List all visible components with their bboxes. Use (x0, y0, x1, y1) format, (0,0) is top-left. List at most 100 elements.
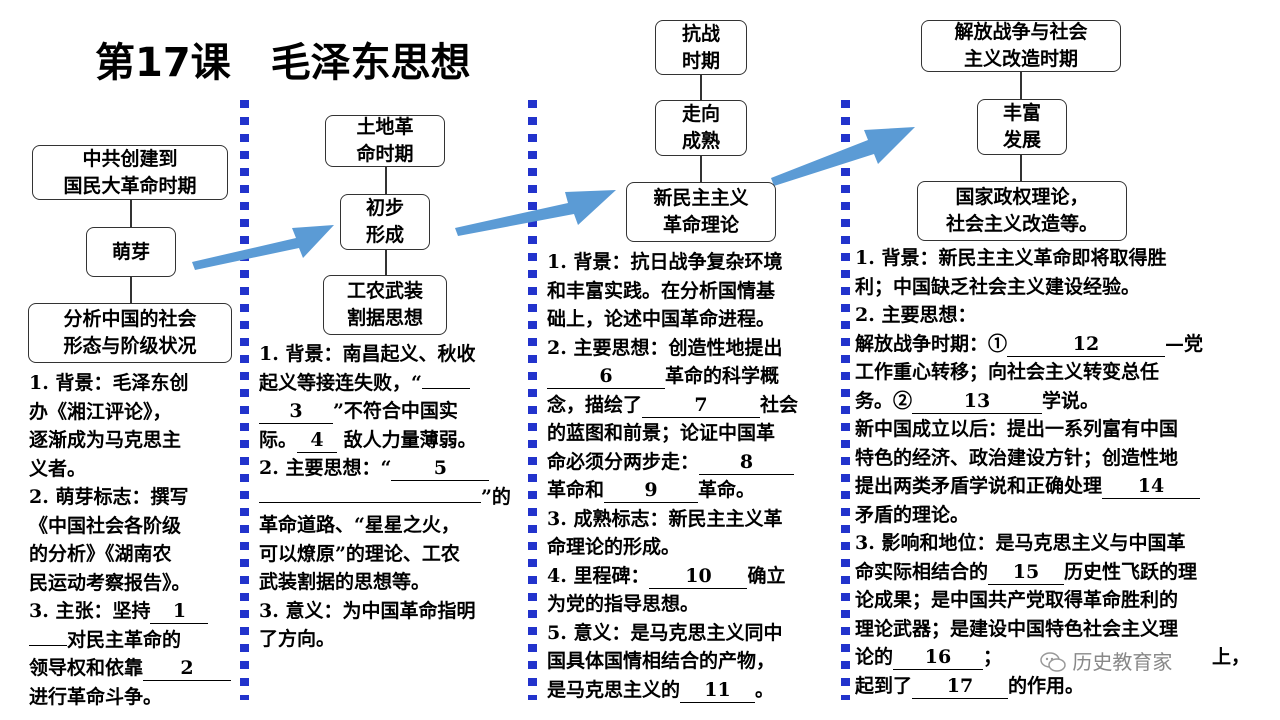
text-line: 命必须分两步走：8 (547, 448, 842, 477)
blank-11[interactable]: 11 (680, 678, 756, 703)
text-line: 础上，论述中国革命进程。 (547, 308, 776, 330)
theory-box: 工农武装 割据思想 (323, 275, 447, 335)
col2-text: 1. 背景：南昌起义、秋收 起义等接连失败，“ 3”不符合中国实 际。4 敌人力… (259, 340, 529, 654)
text-line: 革命道路、“星星之火， (259, 514, 460, 536)
text-line: 2. 主要思想：创造性地提出 (547, 336, 783, 359)
theory-box: 分析中国的社会 形态与阶级状况 (28, 303, 232, 363)
blank-1-cont[interactable] (29, 644, 67, 646)
text-line: 特色的经济、政治建设方针；创造性地 (855, 446, 1179, 469)
text-line: 为党的指导思想。 (547, 593, 700, 615)
phase-box: 丰富 发展 (977, 99, 1067, 155)
text-line: ”的 (259, 483, 529, 512)
connector (1020, 155, 1022, 181)
text-line: 1. 背景：新民主主义革命即将取得胜 (855, 247, 1167, 269)
stage-box: 中共创建到 国民大革命时期 (32, 145, 228, 200)
blank-2[interactable]: 2 (143, 656, 232, 681)
page-title: 第17课 毛泽东思想 (95, 40, 471, 86)
stage-box: 解放战争与社会 主义改造时期 (921, 20, 1121, 72)
blank-3-start[interactable] (421, 387, 470, 389)
watermark: 历史教育家 (1040, 646, 1172, 675)
text-line: 理论武器；是建设中国特色社会主义理 (855, 617, 1179, 640)
connector (385, 250, 387, 275)
text-line: 工作重心转移；向社会主义转变总任 (855, 361, 1160, 383)
text-line: 了方向。 (259, 628, 336, 650)
phase-box: 走向 成熟 (655, 100, 747, 156)
text-line: 逐渐成为马克思主 (29, 429, 182, 451)
text-line: 3. 意义：为中国革命指明 (259, 599, 476, 622)
text-line: 对民主革命的 (29, 626, 239, 655)
blank-17[interactable]: 17 (912, 674, 1009, 699)
text-line: 3. 影响和地位：是马克思主义与中国革 (855, 532, 1186, 554)
col3-text: 1. 背景：抗日战争复杂环境 和丰富实践。在分析国情基 础上，论述中国革命进程。… (547, 248, 842, 704)
text-line: 的分析》《湖南农 (29, 543, 172, 565)
connector (700, 156, 702, 182)
blank-14[interactable]: 14 (1102, 474, 1201, 499)
theory-box: 国家政权理论， 社会主义改造等。 (917, 181, 1127, 241)
text-line: 新中国成立以后：提出一系列富有中国 (855, 418, 1179, 440)
blank-9[interactable]: 9 (604, 478, 699, 503)
connector (700, 75, 702, 100)
text-line: 5. 意义：是马克思主义同中 (547, 621, 783, 644)
blank-16[interactable]: 16 (893, 645, 984, 670)
blank-8[interactable]: 8 (699, 450, 795, 475)
text-line: 1. 背景：毛泽东创 (29, 372, 189, 394)
text-line: 进行革命斗争。 (29, 685, 163, 708)
text-line: 论成果；是中国共产党取得革命胜利的 (855, 589, 1179, 611)
text-line: 3”不符合中国实 (259, 397, 529, 426)
text-line: 2. 萌芽标志：撰写 (29, 486, 189, 508)
theory-box: 新民主主义 革命理论 (626, 182, 776, 242)
connector (130, 200, 132, 227)
col4-text: 1. 背景：新民主主义革命即将取得胜 利；中国缺乏社会主义建设经验。 2. 主要… (855, 244, 1280, 700)
connector (1020, 72, 1022, 99)
blank-12[interactable]: 12 (1007, 332, 1166, 357)
text-line: 3. 成熟标志：新民主主义革 (547, 507, 783, 530)
text-line: 可以燎原”的理论、工农 (259, 542, 460, 565)
blank-13[interactable]: 13 (912, 389, 1043, 414)
blank-10[interactable]: 10 (649, 564, 748, 589)
column-divider (528, 100, 537, 700)
text-line: 2. 主要思想：“5 (259, 454, 529, 483)
text-line: 矛盾的理论。 (855, 503, 970, 526)
text-line: 命理论的形成。 (547, 536, 681, 558)
blank-1[interactable]: 1 (150, 599, 209, 624)
text-line: 2. 主要思想： (855, 304, 977, 326)
text-line: 民运动考察报告》。 (29, 571, 191, 594)
text-line: 利；中国缺乏社会主义建设经验。 (855, 275, 1141, 298)
phase-box: 初步 形成 (340, 194, 430, 250)
phase-box: 萌芽 (86, 227, 176, 277)
blank-15[interactable]: 15 (988, 560, 1065, 585)
text-line: 办《湘江评论》， (29, 400, 172, 423)
col1-text: 1. 背景：毛泽东创 办《湘江评论》， 逐渐成为马克思主 义者。 2. 萌芽标志… (29, 369, 239, 711)
text-line: 的蓝图和前景；论证中国革 (547, 422, 776, 444)
column-divider (841, 100, 850, 700)
arrow-right-icon (455, 190, 616, 236)
blank-6[interactable]: 6 (547, 364, 665, 389)
watermark-text: 历史教育家 (1072, 650, 1173, 674)
connector (130, 277, 132, 303)
text-line: 义者。 (29, 457, 87, 480)
blank-3[interactable]: 3 (259, 399, 333, 424)
blank-5[interactable]: 5 (391, 456, 490, 481)
text-line: 际。4 敌人力量薄弱。 (259, 428, 477, 453)
wechat-icon (1040, 652, 1066, 672)
blank-7[interactable]: 7 (642, 393, 761, 418)
blank-4[interactable]: 4 (297, 428, 338, 453)
arrow-right-icon (771, 127, 915, 186)
text-line: 1. 背景：抗日战争复杂环境 (547, 251, 783, 273)
text-line: 1. 背景：南昌起义、秋收 (259, 343, 476, 365)
text-line: 和丰富实践。在分析国情基 (547, 279, 776, 302)
blank-5-cont[interactable] (259, 501, 481, 503)
text-line: 起义等接连失败，“ (259, 369, 529, 398)
